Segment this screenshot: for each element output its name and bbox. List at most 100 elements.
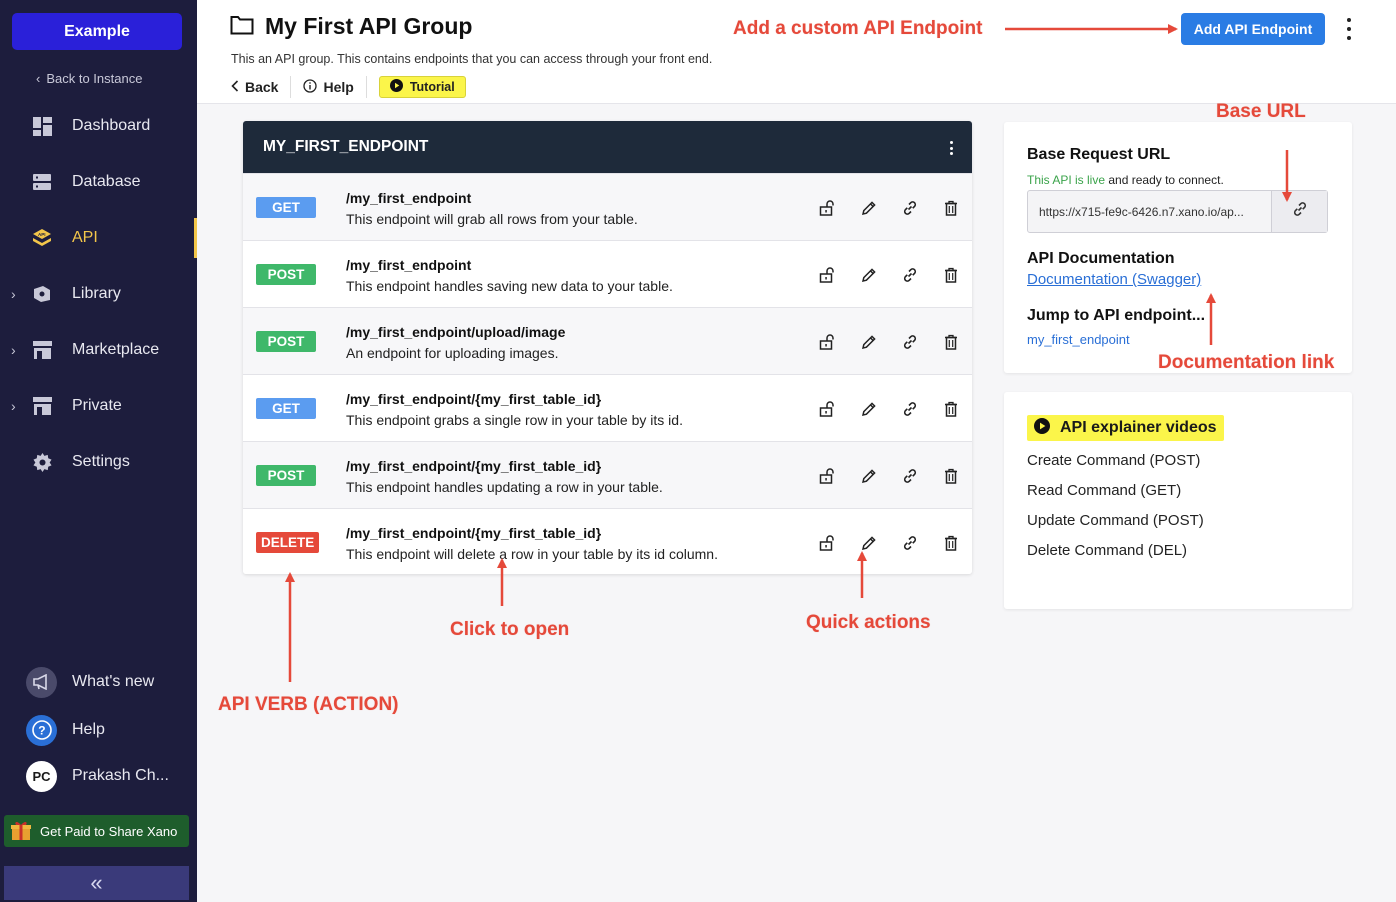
- endpoint-row[interactable]: GET/my_first_endpoint/{my_first_table_id…: [243, 374, 972, 441]
- endpoint-row[interactable]: POST/my_first_endpoint/{my_first_table_i…: [243, 441, 972, 508]
- endpoint-description[interactable]: This endpoint will grab all rows from yo…: [346, 211, 638, 227]
- api-info-card: Base Request URL This API is live and re…: [1004, 122, 1352, 373]
- user-profile[interactable]: PC Prakash Ch...: [26, 760, 169, 792]
- base-url-field[interactable]: https://x715-fe9c-6426.n7.xano.io/ap...: [1027, 190, 1328, 233]
- lock-icon[interactable]: [807, 399, 848, 419]
- live-status-indicator: This API is live: [1027, 173, 1106, 187]
- edit-icon[interactable]: [848, 332, 889, 352]
- api-verb-badge: GET: [256, 197, 316, 218]
- collapse-sidebar-button[interactable]: «: [4, 866, 189, 900]
- jump-endpoint-link[interactable]: my_first_endpoint: [1027, 332, 1130, 347]
- private-icon: [32, 396, 52, 416]
- back-button[interactable]: Back: [231, 76, 292, 98]
- edit-icon[interactable]: [848, 533, 889, 553]
- trash-icon[interactable]: [930, 265, 971, 285]
- help-icon: ?: [26, 714, 57, 746]
- endpoint-path[interactable]: /my_first_endpoint/{my_first_table_id}: [346, 458, 602, 474]
- link-icon: [1292, 201, 1308, 222]
- trash-icon[interactable]: [930, 399, 971, 419]
- api-verb-badge: GET: [256, 398, 316, 419]
- lock-icon[interactable]: [807, 332, 848, 352]
- api-verb-badge: POST: [256, 264, 316, 285]
- endpoint-row[interactable]: DELETE/my_first_endpoint/{my_first_table…: [243, 508, 972, 574]
- endpoint-path[interactable]: /my_first_endpoint/{my_first_table_id}: [346, 525, 602, 541]
- add-api-endpoint-button[interactable]: Add API Endpoint: [1181, 13, 1325, 45]
- jump-to-endpoint-title: Jump to API endpoint...: [1027, 307, 1206, 324]
- endpoint-path[interactable]: /my_first_endpoint: [346, 257, 472, 273]
- link-icon[interactable]: [889, 466, 930, 486]
- sidebar-item-library[interactable]: › Library: [0, 274, 197, 314]
- endpoint-path[interactable]: /my_first_endpoint/{my_first_table_id}: [346, 391, 602, 407]
- back-to-instance-link[interactable]: ‹ Back to Instance: [36, 71, 142, 86]
- whats-new-item[interactable]: What's new: [26, 666, 154, 698]
- endpoint-path[interactable]: /my_first_endpoint: [346, 190, 472, 206]
- svg-text:?: ?: [38, 724, 45, 738]
- annotation-api-verb: API VERB (ACTION): [218, 694, 399, 715]
- edit-icon[interactable]: [848, 399, 889, 419]
- promo-label: Get Paid to Share Xano: [40, 823, 178, 839]
- video-link-read[interactable]: Read Command (GET): [1027, 482, 1182, 499]
- trash-icon[interactable]: [930, 198, 971, 218]
- video-link-update[interactable]: Update Command (POST): [1027, 512, 1204, 529]
- api-documentation-title: API Documentation: [1027, 250, 1175, 267]
- edit-icon[interactable]: [848, 466, 889, 486]
- sidebar-item-api[interactable]: API API: [0, 218, 197, 258]
- sidebar-item-dashboard[interactable]: Dashboard: [0, 106, 197, 146]
- tutorial-button[interactable]: Tutorial: [378, 76, 466, 98]
- trash-icon[interactable]: [930, 466, 971, 486]
- trash-icon[interactable]: [930, 533, 971, 553]
- chevron-left-icon: ‹: [36, 71, 41, 86]
- endpoint-description[interactable]: This endpoint will delete a row in your …: [346, 546, 718, 562]
- sidebar-item-label: Database: [72, 173, 141, 190]
- referral-promo-button[interactable]: Get Paid to Share Xano: [4, 815, 189, 847]
- endpoint-description[interactable]: An endpoint for uploading images.: [346, 345, 559, 361]
- quick-actions: [807, 466, 971, 486]
- lock-icon[interactable]: [807, 466, 848, 486]
- sidebar-item-label: Library: [72, 285, 121, 302]
- edit-icon[interactable]: [848, 265, 889, 285]
- lock-icon[interactable]: [807, 198, 848, 218]
- copy-link-button[interactable]: [1271, 191, 1327, 232]
- link-icon[interactable]: [889, 198, 930, 218]
- link-icon[interactable]: [889, 399, 930, 419]
- documentation-swagger-link[interactable]: Documentation (Swagger): [1027, 271, 1202, 288]
- sidebar-item-settings[interactable]: Settings: [0, 442, 197, 482]
- double-chevron-left-icon: «: [90, 870, 103, 895]
- endpoint-description[interactable]: This endpoint handles saving new data to…: [346, 278, 673, 294]
- endpoint-description[interactable]: This endpoint handles updating a row in …: [346, 479, 663, 495]
- help-label: Help: [72, 721, 105, 738]
- help-item[interactable]: ? Help: [26, 714, 105, 746]
- database-icon: [32, 172, 52, 192]
- live-status-text: and ready to connect.: [1105, 173, 1224, 187]
- video-link-create[interactable]: Create Command (POST): [1027, 452, 1201, 469]
- endpoint-path[interactable]: /my_first_endpoint/upload/image: [346, 324, 566, 340]
- sidebar-item-private[interactable]: › Private: [0, 386, 197, 426]
- info-icon: [303, 78, 318, 96]
- folder-icon: [230, 15, 254, 40]
- sidebar-item-label: API: [72, 229, 98, 246]
- endpoint-description[interactable]: This endpoint grabs a single row in your…: [346, 412, 683, 428]
- edit-icon[interactable]: [848, 198, 889, 218]
- annotation-add-custom: Add a custom API Endpoint: [733, 18, 983, 39]
- sidebar-item-database[interactable]: Database: [0, 162, 197, 202]
- link-icon[interactable]: [889, 265, 930, 285]
- trash-icon[interactable]: [930, 332, 971, 352]
- help-button[interactable]: Help: [303, 76, 367, 98]
- lock-icon[interactable]: [807, 265, 848, 285]
- group-more-options-icon[interactable]: [950, 141, 954, 155]
- more-options-icon[interactable]: [1343, 18, 1355, 40]
- link-icon[interactable]: [889, 533, 930, 553]
- workspace-button[interactable]: Example: [12, 13, 182, 50]
- video-link-delete[interactable]: Delete Command (DEL): [1027, 542, 1188, 559]
- dashboard-icon: [32, 116, 52, 136]
- videos-title: API explainer videos: [1027, 415, 1224, 441]
- lock-icon[interactable]: [807, 533, 848, 553]
- sidebar-item-label: Dashboard: [72, 117, 151, 134]
- link-icon[interactable]: [889, 332, 930, 352]
- sidebar-item-marketplace[interactable]: › Marketplace: [0, 330, 197, 370]
